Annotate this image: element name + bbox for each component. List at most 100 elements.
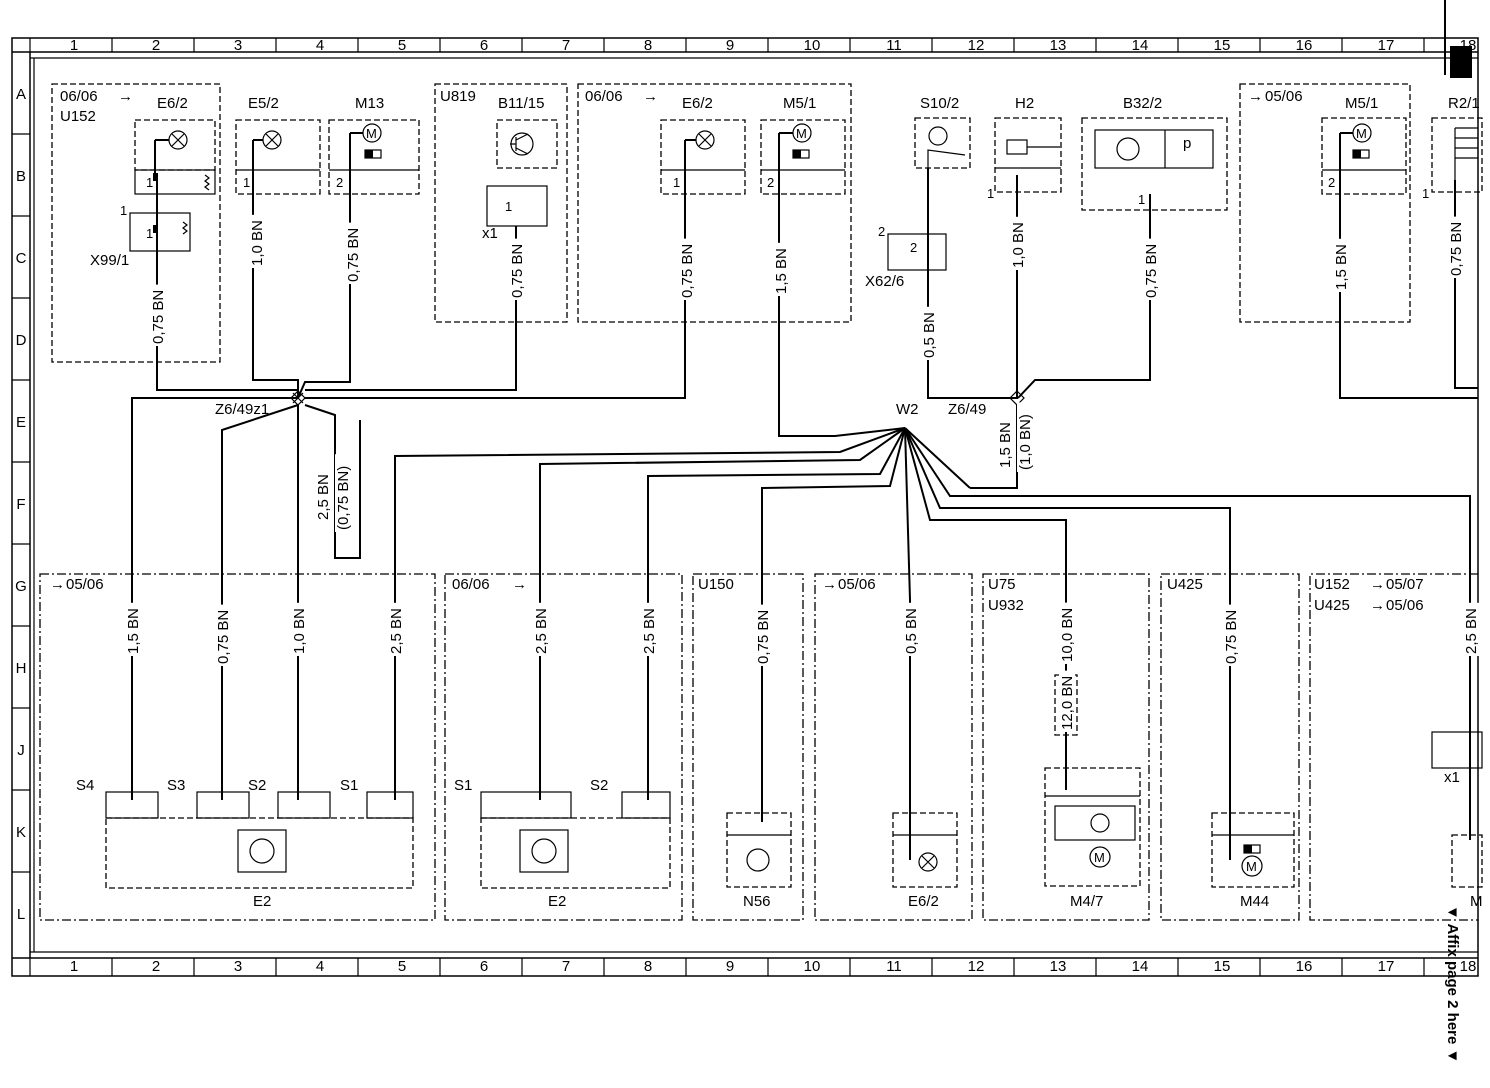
wire-label-background (509, 238, 525, 300)
wire-gauge-label: 2,5 BN (1463, 608, 1480, 654)
wire-label-background (1059, 602, 1075, 664)
e5-2-box (235, 119, 321, 195)
s3-label: S3 (167, 777, 185, 794)
arrow-icon: → (1370, 597, 1385, 614)
wire-z6-s3 (221, 404, 299, 600)
group2-box (577, 83, 852, 323)
s2-label: S2 (248, 777, 266, 794)
column-number: 13 (1050, 37, 1067, 54)
b32-2-box (1081, 117, 1228, 211)
lamp-icon (918, 852, 938, 872)
wire-w2-right (904, 427, 1471, 600)
wire-gauge-label: 1,0 BN (291, 608, 308, 654)
e6-2-b-label: E6/2 (682, 95, 713, 112)
bottom-group7-box (1309, 573, 1478, 921)
wire-gauge-label: 0,75 BN (1448, 222, 1465, 276)
wire-gauge-label: 1,0 BN (249, 220, 266, 266)
switch-icon (928, 126, 948, 146)
bottom-group3-box (692, 573, 804, 921)
svg-text:M: M (796, 126, 807, 141)
group1-unit: U152 (60, 108, 96, 125)
z6-49z1-label: Z6/49z1 (215, 401, 269, 418)
arrow-icon: → (118, 88, 133, 105)
svg-text:2: 2 (336, 175, 343, 190)
wire-label-background (679, 238, 695, 300)
transistor-icon (531, 838, 557, 864)
wire-label-background (773, 242, 789, 296)
wire-w2-n56 (761, 427, 906, 600)
column-number: 4 (316, 958, 324, 975)
bottom-group4-box (814, 573, 973, 921)
wire-label-background (291, 602, 307, 656)
r2-1-box (1431, 117, 1483, 193)
wire-x99 (156, 180, 298, 391)
m5-1-a-box (760, 119, 846, 195)
wire-label-background (641, 602, 657, 656)
bottom-group2-box (444, 573, 683, 921)
m13-box (328, 119, 420, 195)
s4-label: S4 (76, 777, 94, 794)
column-number: 2 (152, 37, 160, 54)
wire-gauge-label: 0,75 BN (150, 290, 167, 344)
row-letter: C (16, 250, 27, 267)
wire-m51 (778, 180, 906, 437)
g7-ref1: U152 (1314, 576, 1350, 593)
column-number: 11 (886, 37, 902, 54)
wire-label-background (903, 602, 919, 656)
x99-1-label: X99/1 (90, 252, 129, 269)
w2-label: W2 (896, 401, 919, 418)
wire-label-background (125, 602, 141, 656)
column-number: 16 (1296, 958, 1313, 975)
wire-gauge-label: 1,5 BN (997, 422, 1014, 468)
wire-label-background (335, 454, 351, 532)
h2-box (994, 117, 1062, 193)
column-number: 8 (644, 958, 652, 975)
wire-label-background (1333, 238, 1349, 292)
s4-connector (105, 791, 159, 819)
wire-b11 (305, 226, 517, 391)
g4-ref: 05/06 (838, 576, 876, 593)
x1-connector (486, 185, 548, 227)
h2-label: H2 (1015, 95, 1034, 112)
column-number: 15 (1214, 37, 1231, 54)
wire-label-background (1463, 602, 1479, 656)
g5-ref2: U932 (988, 597, 1024, 614)
m13-label: M13 (355, 95, 384, 112)
arrow-icon: → (1248, 88, 1263, 105)
bottom-group1-box (39, 573, 436, 921)
wire-label-background (1059, 670, 1075, 732)
column-number: 10 (804, 958, 821, 975)
group1-box (51, 83, 221, 363)
inner-frame (30, 57, 1478, 953)
g7-ref1b: 05/07 (1386, 576, 1424, 593)
svg-text:1: 1 (243, 175, 250, 190)
column-number: 15 (1214, 958, 1231, 975)
wire-w2-s1 (394, 427, 906, 600)
column-number: 17 (1378, 958, 1395, 975)
svg-text:M: M (1246, 859, 1257, 874)
column-number: 3 (234, 958, 242, 975)
wire-label-background (388, 602, 404, 656)
column-number: 14 (1132, 958, 1149, 975)
arrow-icon: → (643, 88, 658, 105)
wire-e6b (305, 180, 686, 399)
wire-gauge-label: 0,75 BN (679, 244, 696, 298)
bottom-group6-box (1160, 573, 1300, 921)
r2-1-label: R2/1 (1448, 95, 1480, 112)
row-letter: J (17, 742, 25, 759)
arrow-icon: → (1370, 576, 1385, 593)
wire-gauge-label: 1,5 BN (773, 248, 790, 294)
e6-2-c-box (892, 812, 958, 888)
wire-w2-e2s2 (647, 427, 906, 600)
wire-label-background (755, 604, 771, 666)
wire-label-background (215, 604, 231, 666)
s2b-connector (621, 791, 671, 819)
s1b-connector (480, 791, 572, 819)
s2-connector (277, 791, 331, 819)
svg-text:2: 2 (767, 175, 774, 190)
side-note: ▼ Affix page 2 here ▼ (1444, 905, 1461, 1063)
u819-box (434, 83, 568, 323)
wire-label-background (533, 602, 549, 656)
m-cut-label: M (1470, 893, 1483, 910)
